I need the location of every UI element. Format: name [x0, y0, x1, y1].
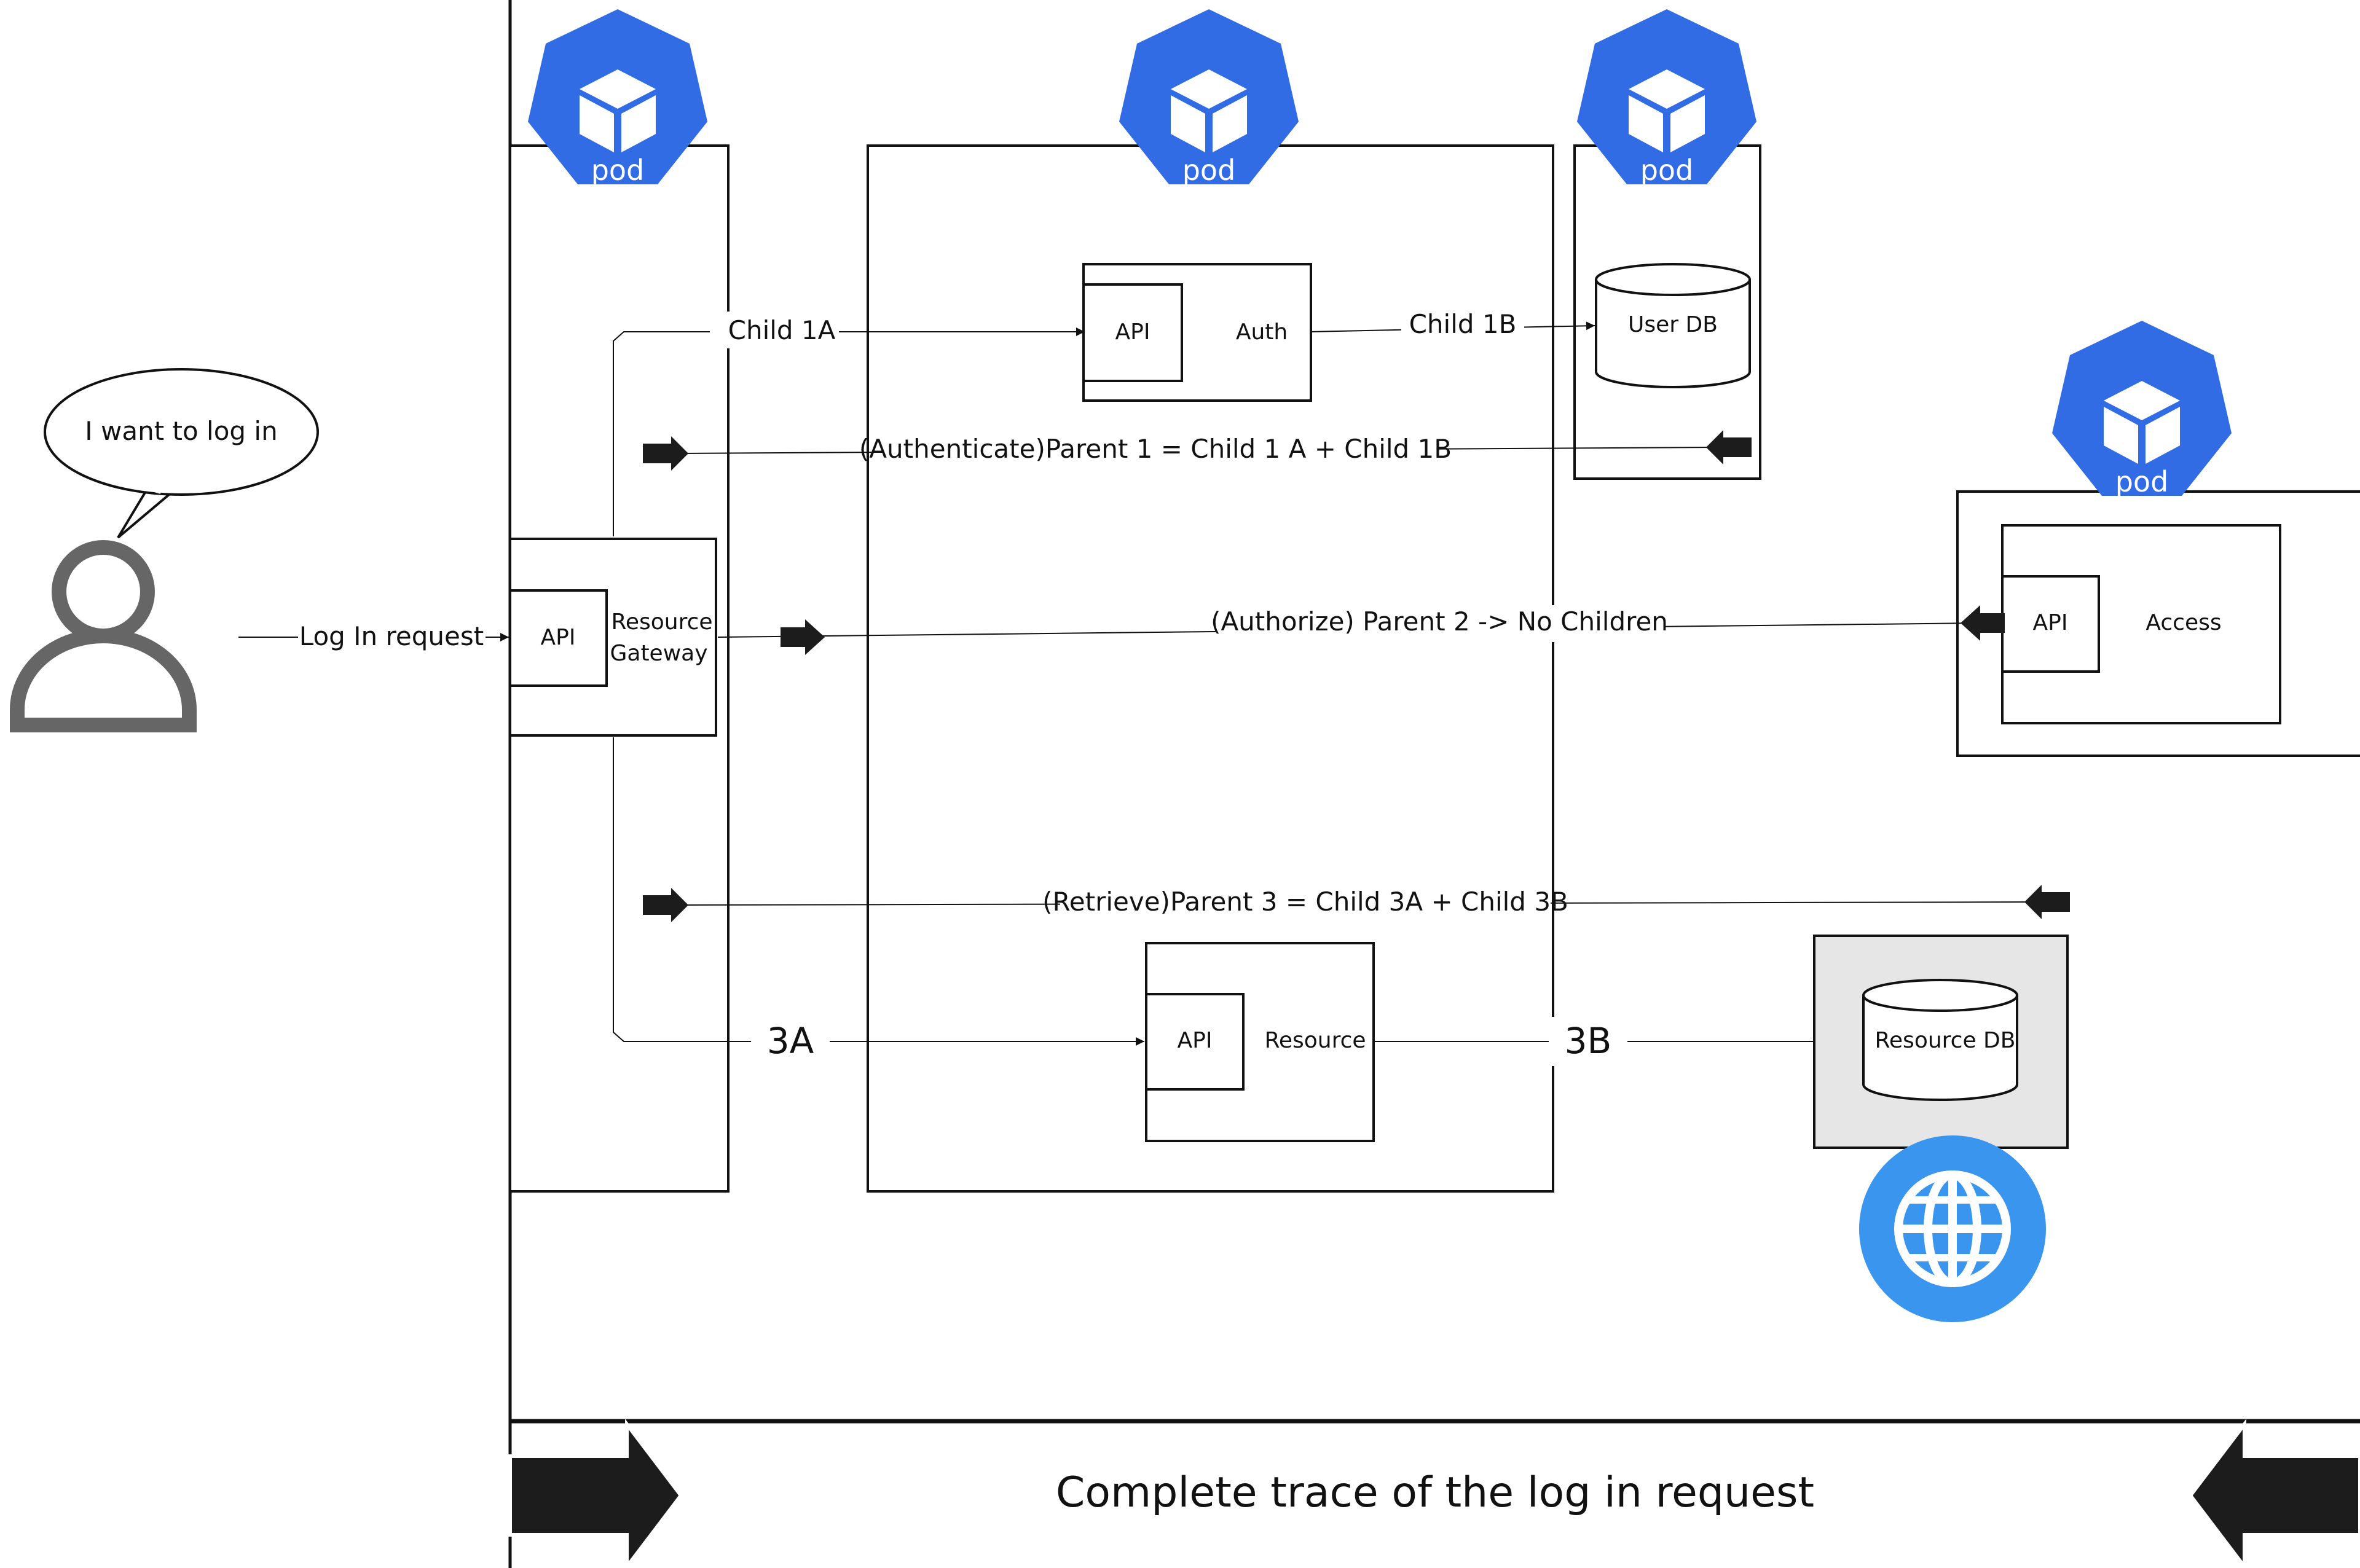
parent-2-end-arrow-icon	[1961, 605, 2005, 641]
access-pod-icon: pod	[2052, 321, 2232, 498]
edge-child-3a-line	[613, 737, 1144, 1046]
edge-child-3b-label: 3B	[1565, 1020, 1612, 1062]
speech-bubble-text: I want to log in	[85, 416, 277, 446]
parent-2-start-arrow-icon	[781, 619, 825, 655]
access-name-label: Access	[2146, 610, 2221, 635]
resource-gateway-service[interactable]: API Resource Gateway	[509, 538, 717, 737]
edge-child-1a-line	[613, 327, 1085, 536]
access-pod-label: pod	[2115, 465, 2169, 498]
auth-pod-label: pod	[1182, 154, 1236, 187]
auth-pod-icon: pod	[1119, 9, 1299, 187]
edge-parent-1-label: (Authenticate)Parent 1 = Child 1 A + Chi…	[859, 434, 1452, 464]
edge-child-1b-label: Child 1B	[1409, 309, 1517, 339]
parent-3-start-arrow-icon	[643, 888, 688, 922]
resource-service[interactable]: API Resource	[1145, 942, 1375, 1142]
userdb-pod-label: pod	[1640, 154, 1694, 187]
auth-service[interactable]: API Auth	[1082, 263, 1312, 402]
userdb-pod-icon: pod	[1577, 9, 1756, 187]
resource-db-cylinder[interactable]: Resource DB	[1862, 979, 2018, 1101]
gateway-api-box[interactable]	[509, 589, 608, 687]
edge-child-1a-label: Child 1A	[728, 315, 836, 345]
globe-icon	[1859, 1135, 2046, 1322]
resource-api-label: API	[1178, 1028, 1213, 1053]
user-db-cylinder[interactable]: User DB	[1595, 263, 1751, 388]
auth-api-label: API	[1115, 319, 1150, 345]
parent-1-end-arrow-icon	[1706, 430, 1752, 465]
auth-api-box[interactable]	[1082, 283, 1183, 382]
parent-3-end-arrow-icon	[2024, 885, 2070, 919]
gateway-name-line1: Resource	[611, 610, 712, 635]
gateway-api-label: API	[541, 625, 576, 650]
gateway-pod-icon: pod	[528, 9, 707, 187]
person-icon	[9, 540, 197, 732]
resource-api-box[interactable]	[1145, 993, 1245, 1091]
footer-left-arrow-icon	[508, 1419, 683, 1568]
edge-parent-3-label: (Retrieve)Parent 3 = Child 3A + Child 3B	[1042, 887, 1568, 917]
footer-right-arrow-icon	[2188, 1419, 2360, 1568]
user-db-label: User DB	[1628, 312, 1718, 337]
access-api-label: API	[2033, 610, 2068, 635]
edge-login-request-label: Log In request	[299, 621, 484, 651]
resource-db-label: Resource DB	[1875, 1028, 2016, 1053]
edge-parent-2-label: (Authorize) Parent 2 -> No Children	[1211, 606, 1668, 637]
footer-caption: Complete trace of the log in request	[1056, 1468, 1814, 1517]
speech-bubble: I want to log in	[44, 368, 319, 539]
parent-1-start-arrow-icon	[643, 436, 688, 471]
resource-name-label: Resource	[1264, 1028, 1366, 1053]
edge-child-3a-label: 3A	[767, 1020, 814, 1062]
access-service[interactable]: API Access	[2001, 524, 2281, 724]
access-api-box[interactable]	[2001, 575, 2100, 673]
gateway-pod-label: pod	[591, 154, 645, 187]
auth-name-label: Auth	[1236, 319, 1288, 345]
gateway-name-line2: Gateway	[610, 641, 707, 666]
